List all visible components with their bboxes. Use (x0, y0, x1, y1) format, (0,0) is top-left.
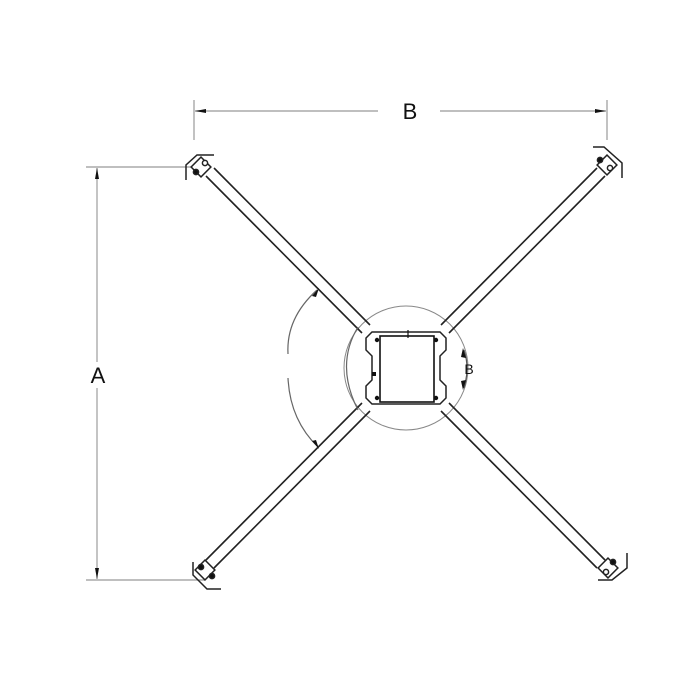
foot-bottom-right (597, 553, 628, 581)
arrowhead-icon (195, 109, 206, 113)
angle-arc (287, 288, 359, 449)
arm-bottom-right (440, 402, 606, 569)
bolt-icons (372, 330, 439, 401)
dimension-a-label: A (91, 363, 106, 388)
dimension-b-label: B (403, 99, 418, 124)
mount-box (379, 335, 435, 403)
dimension-b: B (193, 99, 608, 140)
arrowhead-icon (95, 168, 99, 179)
foot-top-right (593, 146, 623, 178)
arrowhead-icon (95, 568, 99, 579)
foot-bottom-left (192, 559, 221, 590)
dimension-a: A (86, 166, 205, 581)
rotation-indicator: B (461, 348, 474, 390)
arm-top-right (440, 167, 606, 334)
foot-top-left (185, 154, 214, 180)
hub-circle (343, 305, 469, 431)
arrowhead-icon (595, 109, 606, 113)
rotation-label: B (464, 361, 473, 377)
arm-bottom-left (205, 402, 371, 569)
arm-top-left (205, 167, 371, 334)
